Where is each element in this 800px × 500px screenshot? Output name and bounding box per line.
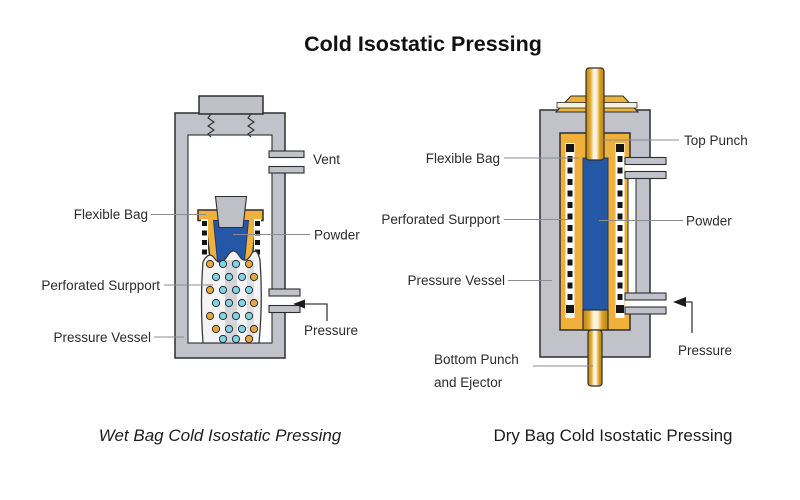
wet-pressure-arrowhead bbox=[293, 299, 305, 309]
dry-bag-caption: Dry Bag Cold Isostatic Pressing bbox=[493, 426, 732, 445]
dry-label-flexible-bag: Flexible Bag bbox=[426, 151, 500, 166]
dry-fluid-channel bbox=[624, 156, 667, 315]
wet-label-pressure: Pressure bbox=[304, 323, 358, 338]
dry-label-top-punch: Top Punch bbox=[684, 133, 748, 148]
wet-pressure-arrow-line bbox=[304, 303, 328, 321]
dry-top-punch bbox=[585, 67, 605, 161]
dry-label-bottom-punch-2: and Ejector bbox=[434, 375, 503, 390]
dry-label-powder: Powder bbox=[686, 214, 732, 229]
dry-pressure-arrow-line bbox=[686, 301, 693, 333]
wet-vent-port bbox=[268, 150, 305, 174]
wet-label-flexible-bag: Flexible Bag bbox=[74, 207, 148, 222]
wet-pressure-port bbox=[268, 288, 301, 314]
thread-right bbox=[247, 113, 255, 138]
wet-top-plug bbox=[198, 95, 264, 115]
page-title: Cold Isostatic Pressing bbox=[304, 32, 542, 56]
dry-label-pressure: Pressure bbox=[678, 343, 732, 358]
wet-bag-plug bbox=[214, 195, 248, 229]
wet-label-powder: Powder bbox=[314, 228, 360, 243]
dry-label-bottom-punch-1: Bottom Punch bbox=[434, 352, 519, 367]
dry-powder bbox=[582, 157, 609, 312]
dry-label-perforated-support: Perforated Surpport bbox=[381, 212, 500, 227]
dry-bag-diagram: Top Punch Flexible Bag Perforated Surppo… bbox=[381, 67, 748, 390]
wet-bag-diagram: Vent Flexible Bag Powder Perforated Surp… bbox=[41, 95, 360, 359]
support-perforation-dots bbox=[205, 259, 259, 344]
wet-label-vent: Vent bbox=[313, 152, 340, 167]
dry-bottom-punch-head bbox=[582, 309, 609, 331]
wet-label-pressure-vessel: Pressure Vessel bbox=[53, 330, 151, 345]
thread-left bbox=[207, 113, 215, 138]
dry-label-pressure-vessel: Pressure Vessel bbox=[407, 273, 505, 288]
wet-bag-caption: Wet Bag Cold Isostatic Pressing bbox=[99, 426, 342, 445]
dry-pressure-arrowhead bbox=[673, 297, 686, 307]
dry-bottom-punch-rod bbox=[587, 329, 603, 387]
wet-label-perforated-support: Perforated Surpport bbox=[41, 278, 160, 293]
